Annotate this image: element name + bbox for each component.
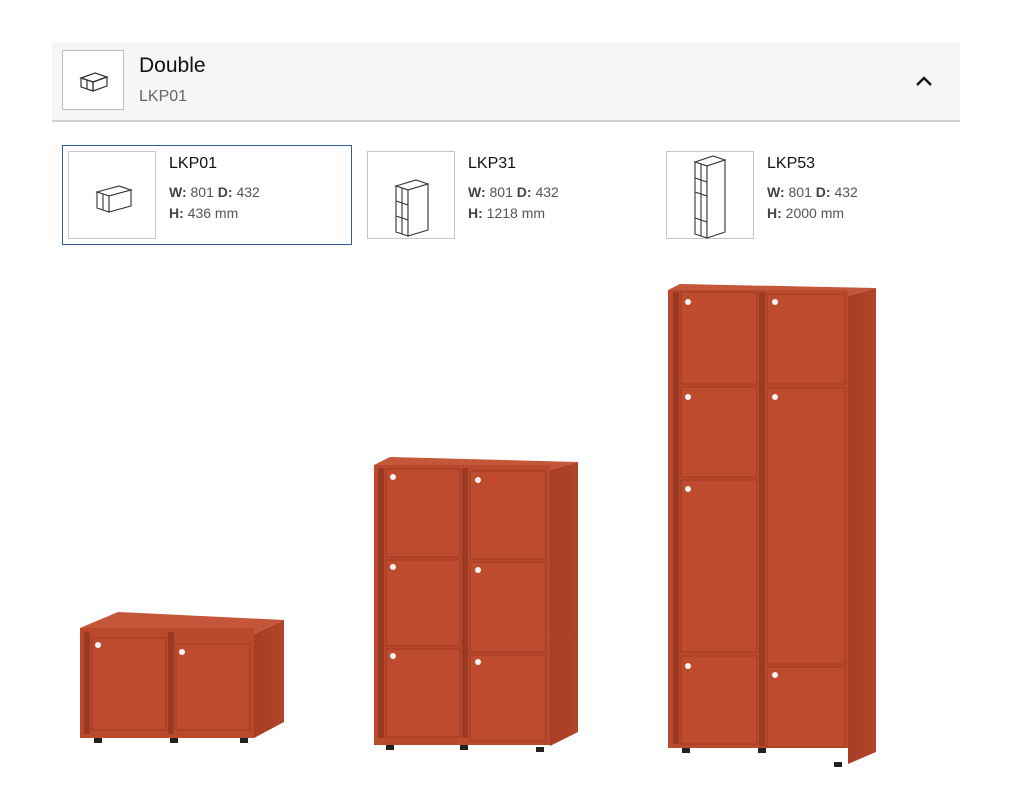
option-dimensions-h: H: 1218 mm — [468, 205, 546, 221]
cabinet-lkp53-render — [668, 284, 876, 767]
option-code: LKP31 — [468, 155, 517, 172]
option-thumbnail — [367, 151, 455, 239]
cabinet-lkp01-render — [80, 612, 284, 743]
option-code: LKP53 — [767, 155, 816, 172]
option-dimensions-h: H: 2000 mm — [767, 205, 845, 221]
option-dimensions-wd: W: 801 D: 432 — [169, 184, 260, 200]
chevron-up-icon[interactable] — [912, 70, 936, 94]
option-lkp53[interactable]: LKP53 W: 801 D: 432 H: 2000 mm — [666, 145, 956, 245]
cabinet-lkp31-render — [374, 457, 578, 752]
tall-locker-icon — [693, 155, 727, 239]
option-dimensions-h: H: 436 mm — [169, 205, 239, 221]
cabinet-icon — [79, 72, 109, 92]
option-code: LKP01 — [169, 155, 218, 172]
double-cabinet-icon — [95, 185, 133, 213]
page-subtitle: LKP01 — [139, 88, 188, 105]
product-render-area — [80, 284, 876, 767]
option-dimensions-wd: W: 801 D: 432 — [468, 184, 559, 200]
option-thumbnail — [68, 151, 156, 239]
header-thumbnail — [62, 50, 124, 110]
variant-header[interactable]: Double LKP01 — [52, 42, 960, 122]
page-title: Double — [139, 54, 206, 77]
option-lkp31[interactable]: LKP31 W: 801 D: 432 H: 1218 mm — [367, 145, 657, 245]
option-dimensions-wd: W: 801 D: 432 — [767, 184, 858, 200]
option-thumbnail — [666, 151, 754, 239]
six-locker-icon — [394, 179, 430, 237]
option-lkp01[interactable]: LKP01 W: 801 D: 432 H: 436 mm — [62, 145, 352, 245]
